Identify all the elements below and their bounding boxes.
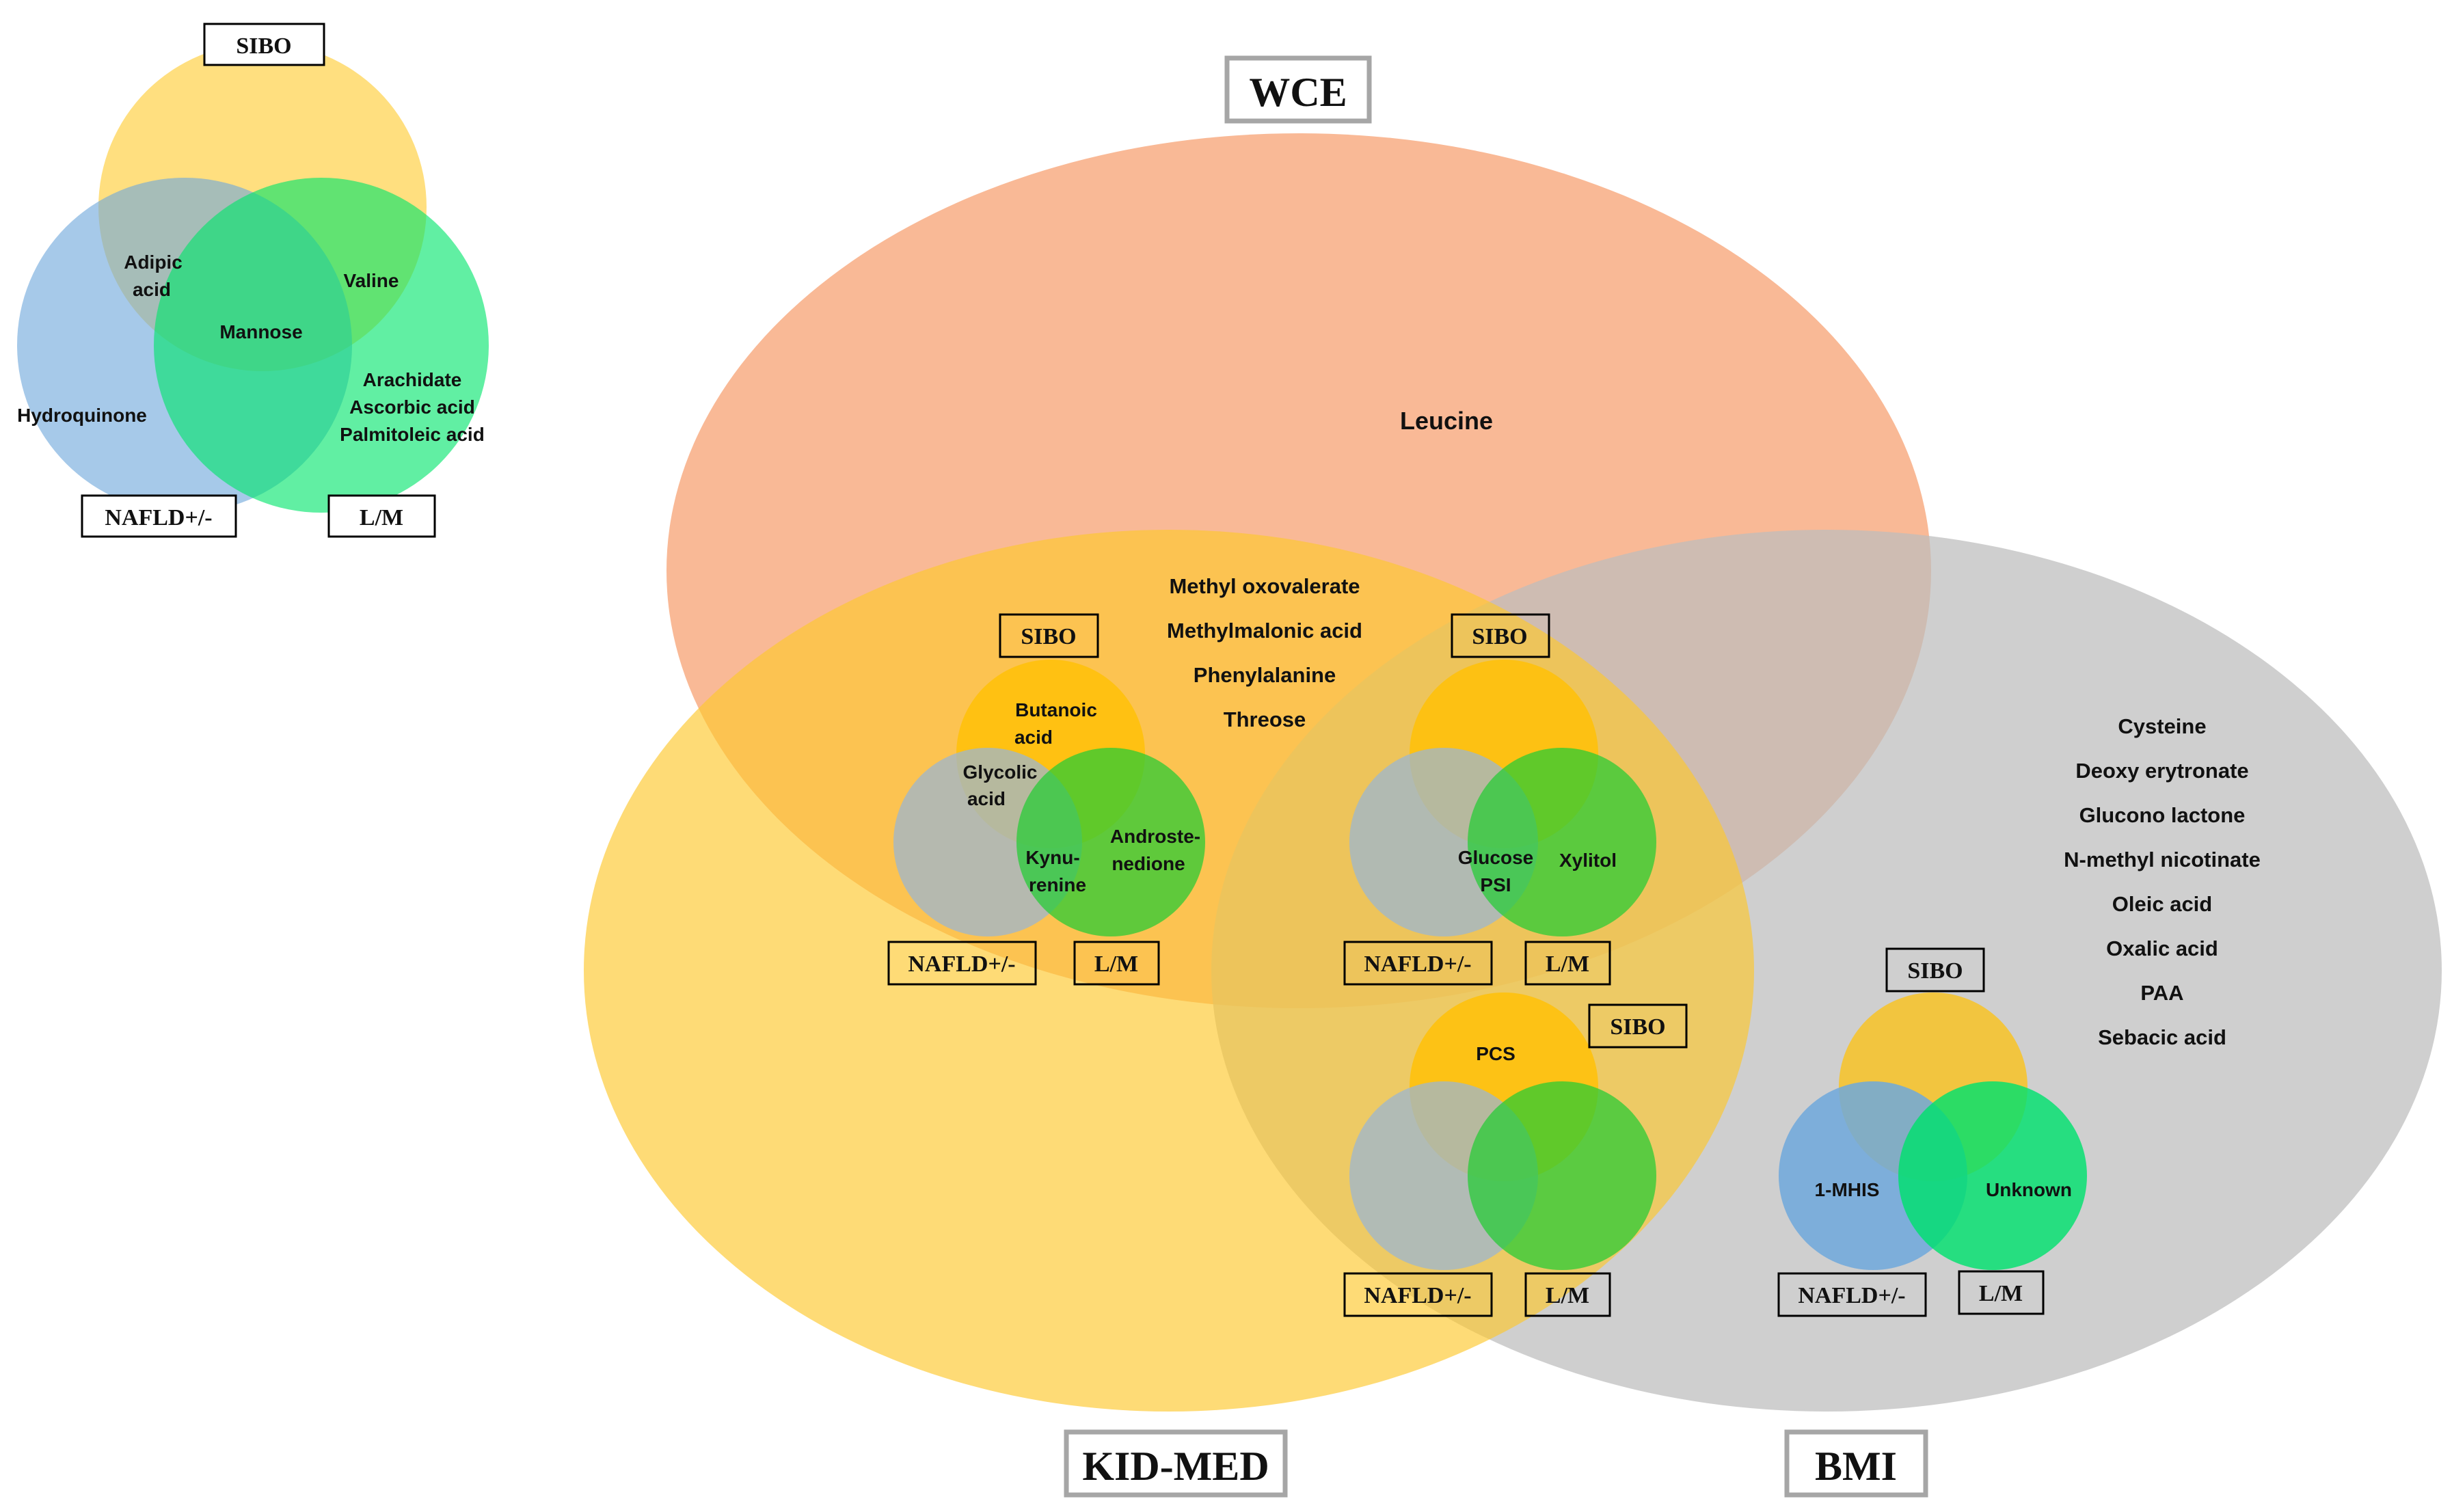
venn-wce-kidmed: SIBO NAFLD+/- L/M Butanoic acid Glycolic…	[887, 613, 1205, 986]
lm-circle	[154, 178, 489, 513]
venn-kidmed-bmi: SIBO NAFLD+/- L/M PCS	[1343, 993, 1688, 1317]
nafld-label: NAFLD+/-	[1364, 1283, 1471, 1308]
kynurenine-line1: Kynu-	[1025, 847, 1079, 868]
list-item: Glucono lactone	[2079, 803, 2246, 827]
sibo-label-box	[1885, 947, 1985, 993]
lm-label-box	[327, 494, 436, 538]
list-item: Cysteine	[2118, 714, 2206, 738]
nafld-label-box	[81, 494, 237, 538]
sibo-label: SIBO	[1472, 624, 1527, 649]
wce-title-text: WCE	[1249, 70, 1347, 115]
lm-label-box	[1073, 941, 1160, 986]
sibo-label-box	[1588, 1003, 1688, 1049]
valine-label: Valine	[344, 270, 399, 291]
lm-label: L/M	[1979, 1281, 2023, 1306]
list-item: Oxalic acid	[2106, 936, 2218, 960]
lm-label-box	[1958, 1270, 2045, 1315]
lm-circle	[1016, 748, 1205, 936]
hydroquinone-label: Hydroquinone	[17, 405, 147, 426]
mannose-label: Mannose	[219, 321, 302, 342]
glucose-label: Glucose	[1458, 847, 1533, 868]
sibo-label: SIBO	[1610, 1014, 1665, 1040]
wce-title: WCE	[1224, 55, 1372, 124]
arachidate-label: Arachidate	[363, 369, 462, 390]
lm-label-box	[1524, 941, 1611, 986]
list-item: Methylmalonic acid	[1167, 619, 1362, 643]
list-item: Deoxy erytronate	[2075, 759, 2248, 783]
sibo-label: SIBO	[1021, 624, 1076, 649]
butanoic-acid-line1: Butanoic	[1015, 699, 1097, 720]
xylitol-label: Xylitol	[1559, 850, 1617, 871]
lm-circle	[1468, 748, 1656, 936]
nafld-label-box	[1343, 941, 1493, 986]
nafld-label-box	[887, 941, 1037, 986]
lm-circle	[1468, 1081, 1656, 1270]
kidmed-title-text: KID-MED	[1082, 1444, 1269, 1489]
list-item: PAA	[2140, 981, 2183, 1005]
list-item: Methyl oxovalerate	[1169, 574, 1360, 598]
kidmed-title: KID-MED	[1064, 1429, 1288, 1498]
androstenedione-line2: nedione	[1112, 853, 1185, 874]
unknown-label: Unknown	[1986, 1179, 2072, 1200]
sibo-label: SIBO	[1907, 958, 1963, 984]
sibo-label-box	[999, 613, 1099, 658]
nafld-label: NAFLD+/-	[1364, 951, 1471, 977]
butanoic-acid-line2: acid	[1014, 727, 1053, 748]
leucine-label: Leucine	[1400, 407, 1493, 435]
lm-label: L/M	[1094, 951, 1138, 977]
nafld-label: NAFLD+/-	[105, 505, 212, 530]
venn-bmi: SIBO NAFLD+/- L/M 1-MHIS Unknown	[1777, 947, 2087, 1317]
nafld-label-box	[1777, 1272, 1927, 1317]
androstenedione-line1: Androste-	[1110, 826, 1200, 847]
lm-label-box	[1524, 1272, 1611, 1317]
glycolic-acid-line2: acid	[967, 788, 1006, 809]
glycolic-acid-line1: Glycolic	[963, 761, 1038, 783]
sibo-label-box	[1451, 613, 1550, 658]
list-item: N-methyl nicotinate	[2064, 848, 2261, 872]
wce-kidmed-list: Methyl oxovalerate Methylmalonic acid Ph…	[1167, 574, 1362, 731]
lm-circle	[1898, 1081, 2087, 1270]
bmi-list: Cysteine Deoxy erytronate Glucono lacton…	[2064, 714, 2261, 1049]
ascorbic-acid-label: Ascorbic acid	[349, 396, 475, 418]
sibo-label-box	[203, 23, 325, 66]
bmi-title-text: BMI	[1815, 1444, 1897, 1489]
list-item: Phenylalanine	[1194, 663, 1336, 687]
nafld-label: NAFLD+/-	[908, 951, 1015, 977]
venn-top-left: SIBO NAFLD+/- L/M Adipic acid Mannose Va…	[17, 23, 489, 538]
nafld-label: NAFLD+/-	[1798, 1283, 1905, 1308]
lm-label: L/M	[360, 505, 403, 530]
list-item: Oleic acid	[2112, 892, 2212, 916]
kynurenine-line2: renine	[1029, 874, 1086, 895]
sibo-label: SIBO	[236, 33, 291, 59]
nafld-label-box	[1343, 1272, 1493, 1317]
palmitoleic-acid-label: Palmitoleic acid	[340, 424, 485, 445]
1-mhis-label: 1-MHIS	[1815, 1179, 1880, 1200]
adipic-acid-line2: acid	[133, 279, 171, 300]
bmi-title: BMI	[1784, 1429, 1928, 1498]
adipic-acid-line1: Adipic	[124, 252, 183, 273]
list-item: Sebacic acid	[2098, 1025, 2226, 1049]
list-item: Threose	[1224, 707, 1306, 731]
lm-label: L/M	[1546, 951, 1589, 977]
psi-label: PSI	[1480, 874, 1511, 895]
pcs-label: PCS	[1476, 1043, 1515, 1064]
lm-label: L/M	[1546, 1283, 1589, 1308]
venn-all-three: SIBO NAFLD+/- L/M Glucose PSI Xylitol	[1343, 613, 1656, 986]
